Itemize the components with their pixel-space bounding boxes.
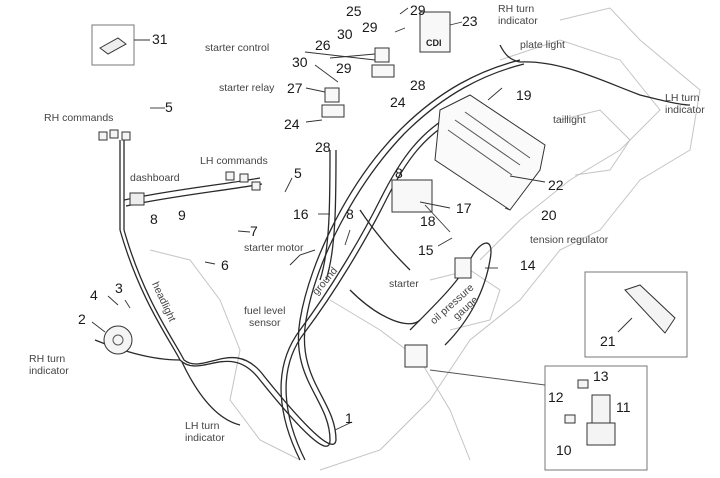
- tension-regulator-18: [391, 179, 433, 213]
- part-number-8: 8: [395, 165, 403, 181]
- label-line: fuel level: [244, 305, 286, 317]
- part-number-21: 21: [600, 333, 616, 349]
- label-line: indicator: [29, 365, 69, 378]
- part-number-5: 5: [165, 99, 173, 115]
- part-number-11: 11: [616, 399, 631, 415]
- fuse-box: [454, 257, 472, 279]
- part-number-28: 28: [315, 139, 331, 155]
- relay-27: [324, 87, 340, 103]
- part-number-28: 28: [410, 77, 426, 93]
- part-number-31: 31: [152, 31, 168, 47]
- part-number-2: 2: [78, 311, 86, 327]
- label-line: indicator: [498, 15, 538, 28]
- relay-socket-10: [586, 422, 616, 446]
- label-line: sensor: [249, 317, 281, 330]
- frame-outline: [149, 7, 701, 471]
- part-number-8: 8: [346, 206, 354, 222]
- label-rh-commands: RH commands: [44, 112, 114, 124]
- label-lh-commands: LH commands: [200, 155, 268, 167]
- leader-lines: [91, 7, 546, 431]
- part-31-clip: [99, 37, 127, 55]
- part-number-22: 22: [548, 177, 564, 193]
- cdi-unit-23: [419, 11, 451, 53]
- label-line: LH turn: [185, 420, 220, 432]
- part-number-18: 18: [420, 213, 436, 229]
- battery-ribs: [447, 111, 531, 176]
- part-number-25: 25: [346, 3, 362, 19]
- label-starter-relay: starter relay: [219, 82, 275, 94]
- relay-box-main: [404, 344, 428, 368]
- part-number-29: 29: [362, 19, 378, 35]
- part-number-19: 19: [516, 87, 532, 103]
- part-21-bracket: [624, 284, 676, 334]
- starter-motor-cable: [289, 249, 316, 266]
- label-starter: starter: [389, 278, 419, 290]
- relay-inset-box: [544, 365, 648, 471]
- horn-center: [112, 334, 124, 346]
- label-line: RH turn: [29, 353, 66, 365]
- battery-19: [434, 94, 546, 211]
- part-number-30: 30: [337, 26, 353, 42]
- part-number-26: 26: [315, 37, 331, 53]
- inset-pointer-line: [429, 369, 546, 386]
- part-21-inset-box: [584, 271, 688, 358]
- dashboard-connector: [129, 192, 145, 206]
- label-dashboard: dashboard: [130, 172, 180, 184]
- relay-26: [374, 47, 390, 63]
- part-number-16: 16: [293, 206, 309, 222]
- part-number-4: 4: [90, 287, 98, 303]
- label-plate-light: plate light: [520, 39, 565, 51]
- label-line: RH turn: [498, 3, 535, 15]
- relay-holder-24b: [371, 64, 395, 78]
- rh-commands-connectors: [98, 129, 131, 141]
- part-number-8: 8: [150, 211, 158, 227]
- relay-11: [591, 394, 611, 424]
- part-number-3: 3: [115, 280, 123, 296]
- part-number-13: 13: [593, 368, 609, 384]
- part-number-30: 30: [292, 54, 308, 70]
- part-number-23: 23: [462, 13, 478, 29]
- part-number-20: 20: [541, 207, 557, 223]
- part-number-24: 24: [284, 116, 300, 132]
- label-starter-control: starter control: [205, 42, 270, 54]
- part-number-14: 14: [520, 257, 536, 273]
- part-number-29: 29: [336, 60, 352, 76]
- part-number-1: 1: [345, 410, 353, 426]
- label-line: indicator: [665, 104, 705, 117]
- part-number-5: 5: [294, 165, 302, 181]
- part-number-12: 12: [548, 389, 564, 405]
- part-number-10: 10: [556, 442, 572, 458]
- leader-21: [617, 317, 633, 333]
- fuse-12: [564, 414, 576, 424]
- label-line: LH turn: [665, 92, 700, 104]
- part-31-inset-box: [91, 24, 135, 66]
- label-cdi: CDI: [426, 38, 442, 48]
- relay-holder-24a: [321, 104, 345, 118]
- label-tension-regulator: tension regulator: [530, 234, 609, 246]
- part-number-7: 7: [250, 223, 258, 239]
- label-line: indicator: [185, 432, 225, 445]
- part-number-6: 6: [221, 257, 229, 273]
- label-taillight: taillight: [553, 114, 586, 126]
- part-number-9: 9: [178, 207, 186, 223]
- part-number-17: 17: [456, 200, 472, 216]
- label-starter-motor: starter motor: [244, 242, 304, 254]
- part-number-15: 15: [418, 242, 434, 258]
- main-harness: [94, 44, 691, 461]
- part-number-27: 27: [287, 80, 303, 96]
- fuse-13: [577, 379, 589, 389]
- part-number-29: 29: [410, 2, 426, 18]
- lh-commands-connectors: [225, 171, 261, 191]
- horn-2: [103, 325, 133, 355]
- part-number-24: 24: [390, 94, 406, 110]
